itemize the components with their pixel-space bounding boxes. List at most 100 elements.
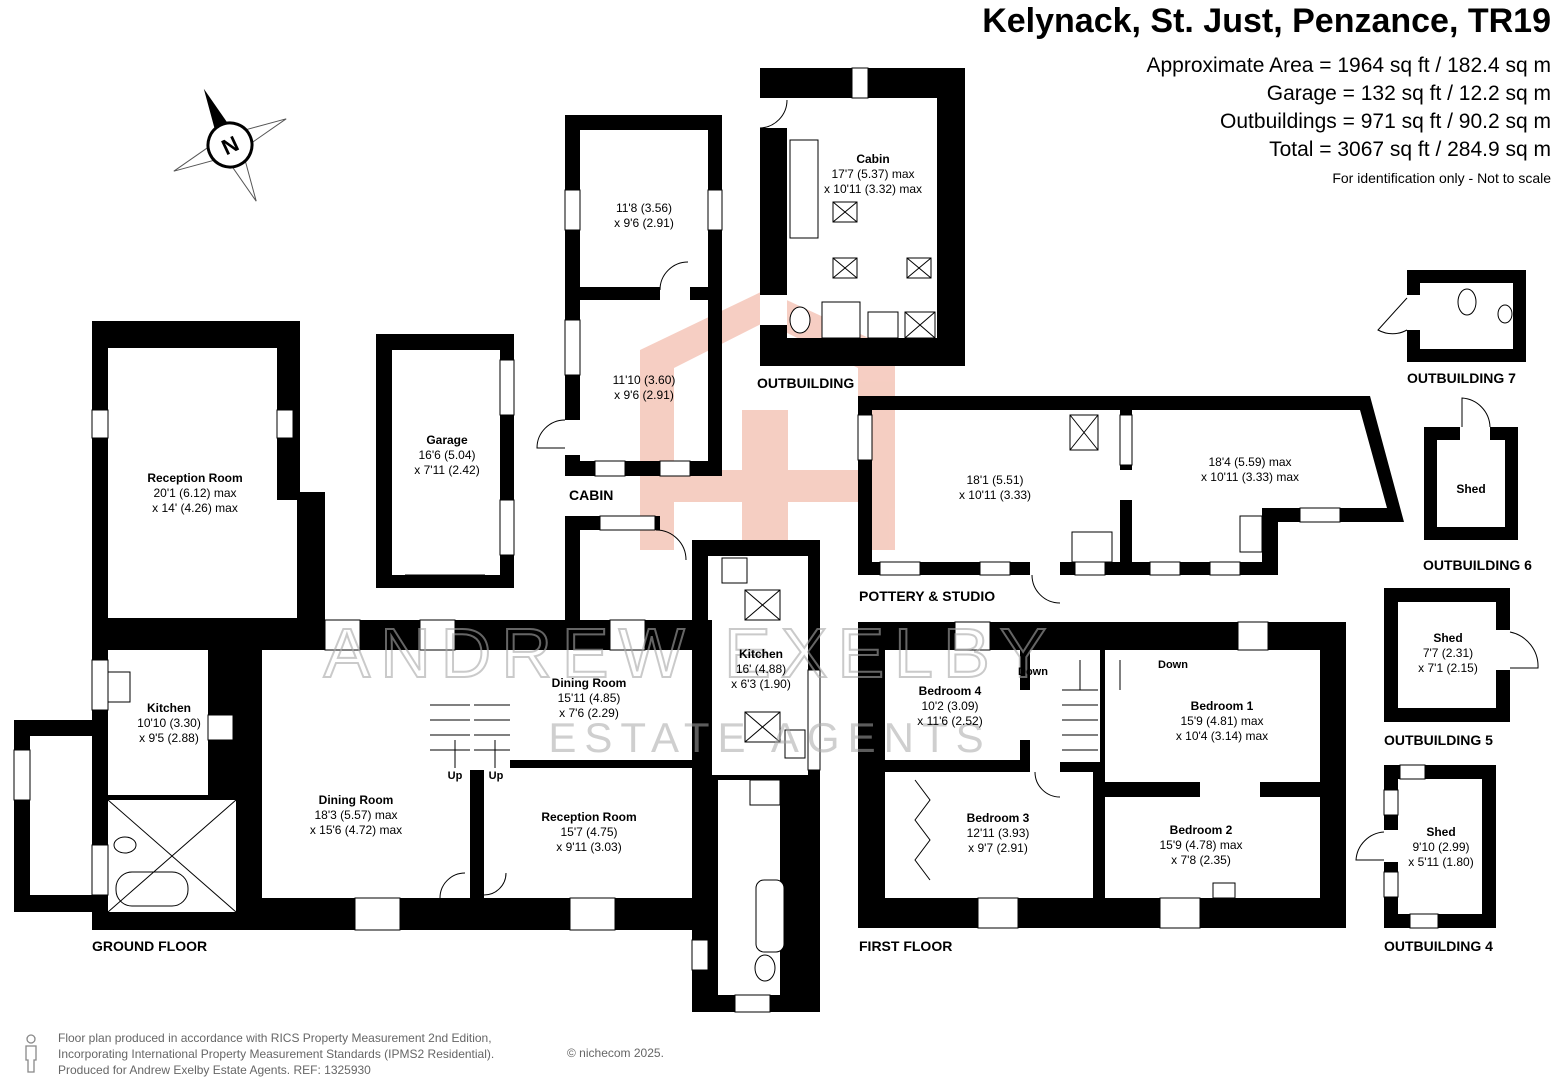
first-floor-fixtures [914,660,1236,899]
page-title: Kelynack, St. Just, Penzance, TR19 [982,2,1551,40]
pottery-fixtures [857,414,1341,604]
area-approximate: Approximate Area = 1964 sq ft / 182.4 sq… [1146,54,1552,77]
compass-icon [173,88,287,202]
room-name: Garage [426,433,468,447]
room-label-garage: Garage 16'6 (5.04) x 7'11 (2.42) [414,433,479,477]
room-name: Shed [1456,482,1485,496]
room-dimension: 18'4 (5.59) max [1209,455,1292,469]
room-label-pottery-left: 18'1 (5.51) x 10'11 (3.33) [959,473,1031,502]
room-dimension: 18'3 (5.57) max [315,808,398,822]
area-total: Total = 3067 sq ft / 284.9 sq m [1269,138,1551,161]
room-dimension: x 6'3 (1.90) [731,677,791,691]
copyright: © nichecom 2025. [567,1046,664,1060]
room-label-shed-6: Shed [1456,482,1485,496]
room-dimension: 15'7 (4.75) [561,825,618,839]
section-label-outbuilding-4: OUTBUILDING 4 [1384,938,1493,954]
room-dimension: x 14' (4.26) max [152,501,238,515]
room-dimension: 11'8 (3.56) [616,201,672,215]
outbuilding-5-walls [1384,588,1510,722]
first-floor-walls [858,622,1346,928]
footer-line: Produced for Andrew Exelby Estate Agents… [58,1063,371,1077]
room-dimension: x 9'11 (3.03) [556,840,621,854]
stairs-down-label: Down [1018,666,1048,678]
stairs-up-label: Up [489,770,504,782]
room-name: Reception Room [147,471,242,485]
room-label-cabin-lower: 11'10 (3.60) x 9'6 (2.91) [613,373,676,402]
section-label-outbuilding-6: OUTBUILDING 6 [1423,557,1532,573]
room-label-kitchen-right: Kitchen 16' (4.88) x 6'3 (1.90) [731,647,791,691]
footer-line: Incorporating International Property Mea… [58,1047,495,1061]
footer-line: Floor plan produced in accordance with R… [58,1031,492,1045]
outbuilding-4-walls [1384,765,1496,928]
ground-floor-fixtures [107,529,806,982]
area-garage: Garage = 132 sq ft / 12.2 sq m [1266,82,1551,105]
outbuilding-fixtures [759,67,936,339]
room-label-shed-4: Shed 9'10 (2.99) x 5'11 (1.80) [1408,825,1473,869]
room-dimension: 12'11 (3.93) [967,826,1030,840]
section-label-outbuilding-5: OUTBUILDING 5 [1384,732,1493,748]
room-label-cabin-upper: 11'8 (3.56) x 9'6 (2.91) [614,201,674,230]
room-dimension: x 11'6 (2.52) [917,714,982,728]
pottery-walls [858,396,1404,575]
room-name: Kitchen [739,647,783,661]
room-label-reception-room-large: Reception Room 20'1 (6.12) max x 14' (4.… [147,471,242,515]
room-label-pottery-right: 18'4 (5.59) max x 10'11 (3.33) max [1201,455,1299,484]
section-label-outbuilding-7: OUTBUILDING 7 [1407,370,1516,386]
ground-floor-walls [14,321,820,1012]
room-label-kitchen-left: Kitchen 10'10 (3.30) x 9'5 (2.88) [137,701,201,745]
room-dimension: 7'7 (2.31) [1423,646,1473,660]
room-dimension: 10'10 (3.30) [137,716,201,730]
cabin-walls [565,115,722,476]
room-name: Dining Room [552,676,627,690]
room-dimension: x 9'7 (2.91) [968,841,1028,855]
room-dimension: x 10'11 (3.33) [959,488,1031,502]
room-name: Dining Room [319,793,394,807]
room-dimension: x 7'8 (2.35) [1171,853,1231,867]
room-dimension: x 5'11 (1.80) [1408,855,1473,869]
section-label-first-floor: FIRST FLOOR [859,938,952,954]
room-name: Bedroom 1 [1191,699,1254,713]
footer-text: Floor plan produced in accordance with R… [58,1030,494,1078]
room-dimension: 9'10 (2.99) [1413,840,1470,854]
outbuilding-6-walls [1424,427,1518,540]
first-floor-windows [954,621,1269,929]
outbuilding-4-fixtures [1355,764,1439,929]
cabin-windows [564,189,723,477]
room-dimension: x 10'11 (3.33) max [1201,470,1299,484]
room-dimension: x 9'6 (2.91) [614,216,674,230]
room-label-dining-room-small: Dining Room 15'11 (4.85) x 7'6 (2.29) [552,676,627,720]
room-dimension: x 15'6 (4.72) max [310,823,402,837]
room-name: Bedroom 3 [967,811,1030,825]
room-dimension: 18'1 (5.51) [967,473,1024,487]
section-label-ground-floor: GROUND FLOOR [92,938,207,954]
room-dimension: 15'9 (4.78) max [1160,838,1243,852]
room-dimension: 20'1 (6.12) max [154,486,237,500]
watermark-line2: ESTATE AGENTS [548,714,991,761]
room-label-bedroom-2: Bedroom 2 15'9 (4.78) max x 7'8 (2.35) [1160,823,1243,867]
room-dimension: x 7'6 (2.29) [559,706,619,720]
room-name: Bedroom 2 [1170,823,1233,837]
room-label-dining-room-main: Dining Room 18'3 (5.57) max x 15'6 (4.72… [310,793,402,837]
room-dimension: 11'10 (3.60) [613,373,676,387]
outbuilding-7-walls [1407,270,1526,362]
room-dimension: 15'11 (4.85) [558,691,621,705]
room-dimension: x 10'4 (3.14) max [1176,729,1268,743]
section-label-pottery-studio: POTTERY & STUDIO [859,588,995,604]
room-dimension: 15'9 (4.81) max [1181,714,1264,728]
room-label-reception-room-small: Reception Room 15'7 (4.75) x 9'11 (3.03) [541,810,636,854]
room-label-bedroom-4: Bedroom 4 10'2 (3.09) x 11'6 (2.52) [917,684,982,728]
room-name: Kitchen [147,701,191,715]
garage-window [499,359,515,416]
room-dimension: x 7'11 (2.42) [414,463,479,477]
room-dimension: x 10'11 (3.32) max [824,182,922,196]
room-dimension: x 9'6 (2.91) [614,388,674,402]
garage-walls [376,334,514,588]
room-label-shed-5: Shed 7'7 (2.31) x 7'1 (2.15) [1418,631,1478,675]
room-name: Shed [1426,825,1455,839]
stairs-down-label: Down [1158,659,1188,671]
person-icon [25,1034,37,1073]
stairs-up-label: Up [448,770,463,782]
section-label-outbuilding: OUTBUILDING [757,375,854,391]
